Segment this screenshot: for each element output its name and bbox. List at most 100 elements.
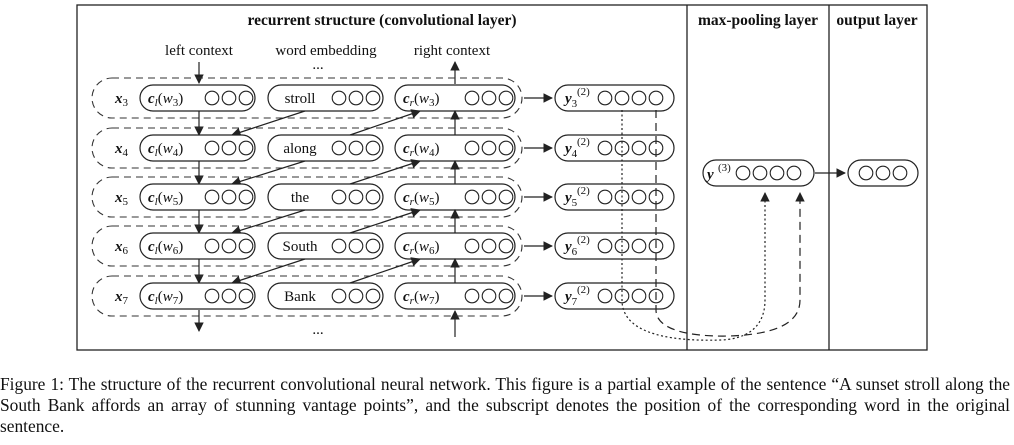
- neuron-circle: [365, 288, 381, 304]
- header-output: output layer: [836, 12, 917, 29]
- right-context-box: [394, 282, 516, 310]
- x-label: x4: [114, 141, 129, 159]
- neuron-circle: [221, 288, 237, 304]
- neuron-circle: [631, 189, 647, 205]
- figure-caption: Figure 1: The structure of the recurrent…: [0, 374, 1010, 437]
- neuron-circle: [498, 238, 514, 254]
- neuron-circle: [498, 288, 514, 304]
- neuron-circle: [464, 288, 480, 304]
- neuron-circle: [348, 90, 364, 106]
- context-term: cl(w6): [148, 239, 183, 257]
- neuron-circle: [331, 238, 347, 254]
- neuron-circle: [498, 189, 514, 205]
- neuron-circle: [365, 90, 381, 106]
- neuron-circle: [631, 238, 647, 254]
- neuron-circle: [348, 189, 364, 205]
- neuron-circle: [614, 90, 630, 106]
- x-label: x7: [114, 289, 129, 307]
- header-recurrent: recurrent structure (convolutional layer…: [247, 12, 516, 29]
- context-term: cl(w7): [148, 289, 183, 307]
- label-left-context: left context: [165, 43, 234, 59]
- context-term: cr(w7): [403, 289, 439, 307]
- context-term: cr(w4): [403, 141, 439, 159]
- y2-label: y4: [563, 141, 578, 160]
- y2-label: y3: [563, 91, 578, 110]
- embedding-to-right-arrow: [349, 257, 421, 284]
- embedding-to-left-arrow: [231, 160, 306, 186]
- y3-symbol: y: [705, 167, 714, 183]
- neuron-circle: [597, 238, 613, 254]
- neuron-circle: [631, 140, 647, 156]
- row-group-outline: [91, 275, 523, 317]
- y2-box: [554, 232, 675, 260]
- context-term: cl(w5): [148, 190, 183, 208]
- context-term: cl(w4): [148, 141, 183, 159]
- context-term: cr(w5): [403, 190, 439, 208]
- embedding-to-right-arrow: [349, 208, 421, 234]
- caption-text: Figure 1: The structure of the recurrent…: [0, 374, 1010, 436]
- neuron-circle: [365, 238, 381, 254]
- neuron-circle: [221, 189, 237, 205]
- ellipsis-bottom: ...: [312, 322, 323, 338]
- y2-box: [554, 84, 675, 112]
- y2-box: [554, 183, 675, 211]
- row-group-outline: [91, 127, 523, 169]
- label-word-embedding: word embedding: [275, 43, 377, 59]
- output-node: [847, 159, 919, 187]
- neuron-circle: [331, 90, 347, 106]
- dashed-feed-line: [655, 110, 805, 337]
- embedding-to-right-arrow: [349, 159, 421, 185]
- row-group-outline: [91, 225, 523, 267]
- neuron-circle: [464, 140, 480, 156]
- y2-superscript: (2): [577, 284, 590, 296]
- row-group-outline: [91, 176, 523, 218]
- y2-superscript: (2): [577, 185, 590, 197]
- neuron-circle: [238, 140, 254, 156]
- word-label: South: [282, 239, 318, 255]
- neuron-circle: [481, 90, 497, 106]
- header-maxpool: max-pooling layer: [698, 12, 818, 29]
- embedding-to-left-arrow: [231, 258, 306, 285]
- neuron-circle: [331, 288, 347, 304]
- neuron-circle: [481, 189, 497, 205]
- neuron-circle: [498, 90, 514, 106]
- y2-superscript: (2): [577, 136, 590, 148]
- dotted-feed-line: [621, 110, 770, 341]
- embedding-to-right-arrow: [349, 109, 421, 136]
- neuron-circle: [481, 140, 497, 156]
- y2-label: y6: [563, 239, 578, 258]
- y2-superscript: (2): [577, 234, 590, 246]
- neuron-circle: [238, 238, 254, 254]
- label-right-context: right context: [414, 43, 491, 59]
- diagram-frame: [76, 4, 928, 351]
- neuron-circle: [238, 288, 254, 304]
- neuron-circle: [221, 140, 237, 156]
- neuron-circle: [597, 189, 613, 205]
- neuron-circle: [631, 90, 647, 106]
- neuron-circle: [365, 140, 381, 156]
- neuron-circle: [464, 238, 480, 254]
- neuron-circle: [631, 288, 647, 304]
- ellipsis-top: ...: [312, 57, 323, 73]
- neuron-circle: [204, 90, 220, 106]
- neuron-circle: [331, 140, 347, 156]
- context-term: cr(w3): [403, 91, 439, 109]
- neuron-circle: [204, 288, 220, 304]
- neuron-circle: [238, 189, 254, 205]
- word-label: the: [291, 190, 310, 206]
- word-label: Bank: [284, 289, 316, 305]
- embedding-to-left-arrow: [231, 110, 306, 137]
- neuron-circle: [348, 140, 364, 156]
- neuron-circle: [221, 238, 237, 254]
- neuron-circle: [331, 189, 347, 205]
- neuron-circle: [204, 140, 220, 156]
- maxpool-node: y (3): [702, 159, 815, 187]
- neuron-circle: [348, 288, 364, 304]
- word-label: stroll: [285, 91, 316, 107]
- neuron-circle: [597, 288, 613, 304]
- row-group-outline: [91, 77, 523, 119]
